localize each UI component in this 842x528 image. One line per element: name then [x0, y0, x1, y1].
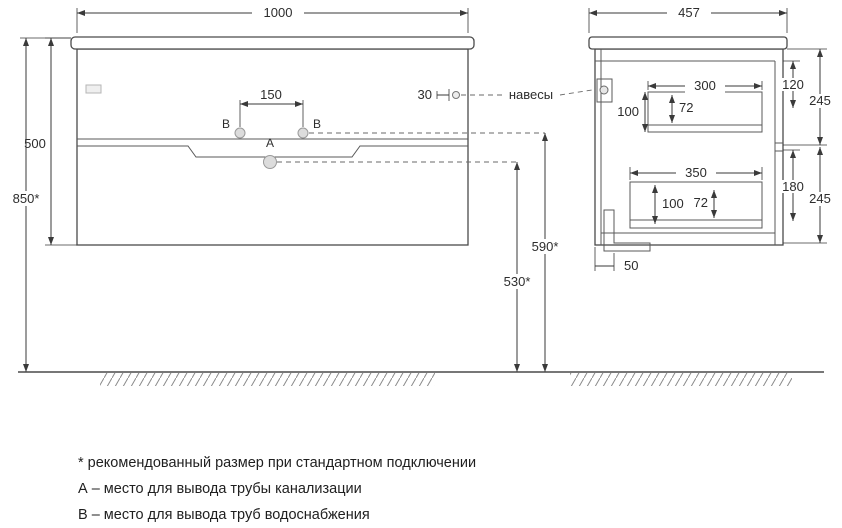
point-a-marker	[263, 155, 277, 169]
dim-depth-457: 457	[588, 5, 788, 33]
dim-245-top: 245	[809, 93, 831, 108]
cabinet-body-side	[594, 48, 784, 246]
ext-line	[594, 247, 615, 271]
point-a-label: А	[266, 136, 274, 150]
dim-text-bg	[667, 5, 711, 21]
front-handle-notch	[775, 142, 783, 152]
dim-100-top: 100	[617, 104, 639, 119]
dim-590: 590*	[532, 239, 559, 254]
dim-530: 530*	[504, 274, 531, 289]
dim-text-bg	[676, 166, 716, 180]
legend-note-b: В – место для вывода труб водоснабжения	[78, 507, 370, 523]
dim-text-bg	[804, 192, 836, 206]
dim-height-500: 500	[24, 37, 77, 246]
leader-line	[559, 88, 599, 96]
dim-300: 300	[694, 78, 716, 93]
dim-text-bg	[8, 191, 45, 206]
cabinet-body-front	[76, 48, 469, 246]
dim-30: 30	[418, 87, 432, 102]
dim-350: 350	[685, 165, 707, 180]
legend-note-standard: * рекомендованный размер при стандартном…	[78, 455, 476, 471]
dim-120: 120	[782, 77, 804, 92]
side-view: 300 72 100 120 245 180 245 350 100	[588, 36, 836, 273]
hanger-mark-front	[452, 91, 460, 99]
legend-note-a: А – место для вывода трубы канализации	[78, 481, 362, 497]
floor-hatch-right	[570, 373, 792, 386]
dim-text-bg	[527, 239, 564, 254]
dim-72-top: 72	[679, 100, 693, 115]
floor-height-dims: 590* 530*	[277, 132, 564, 372]
point-b-right-label: В	[313, 117, 321, 131]
dim-150: 150	[260, 87, 282, 102]
dim-text-bg	[804, 94, 836, 108]
dim-text-bg	[779, 180, 808, 193]
dim-50: 50	[624, 258, 638, 273]
legend: * рекомендованный размер при стандартном…	[78, 455, 476, 523]
dim-1000: 1000	[264, 5, 293, 20]
dim-72-bottom: 72	[694, 195, 708, 210]
dim-text-bg	[685, 79, 725, 93]
dim-180: 180	[782, 179, 804, 194]
countertop-front	[70, 36, 475, 50]
hanger-bracket-hole	[599, 85, 609, 95]
dim-text-bg	[499, 274, 536, 289]
logo-plate	[85, 84, 102, 94]
dim-457: 457	[678, 5, 700, 20]
point-b-right-marker	[297, 127, 309, 139]
dim-mount-850: 850*	[8, 37, 71, 372]
dim-text-bg	[252, 5, 304, 21]
dim-width-1000: 1000	[76, 5, 469, 33]
hanger-bracket	[596, 78, 613, 103]
dim-245-bottom: 245	[809, 191, 831, 206]
point-b-left-label: В	[222, 117, 230, 131]
dim-100-bottom: 100	[662, 196, 684, 211]
countertop-side	[588, 36, 788, 50]
hangers-label: навесы	[509, 87, 553, 102]
dim-850: 850*	[13, 191, 40, 206]
drain-pipe-outline	[603, 209, 651, 252]
dim-text-bg	[779, 78, 808, 91]
front-view: В В А 150 30 навесы	[70, 36, 599, 246]
point-b-left-marker	[234, 127, 246, 139]
floor-hatch-left	[100, 373, 435, 386]
lower-inner-box	[629, 181, 763, 229]
dim-500: 500	[24, 136, 46, 151]
floor	[18, 371, 824, 386]
